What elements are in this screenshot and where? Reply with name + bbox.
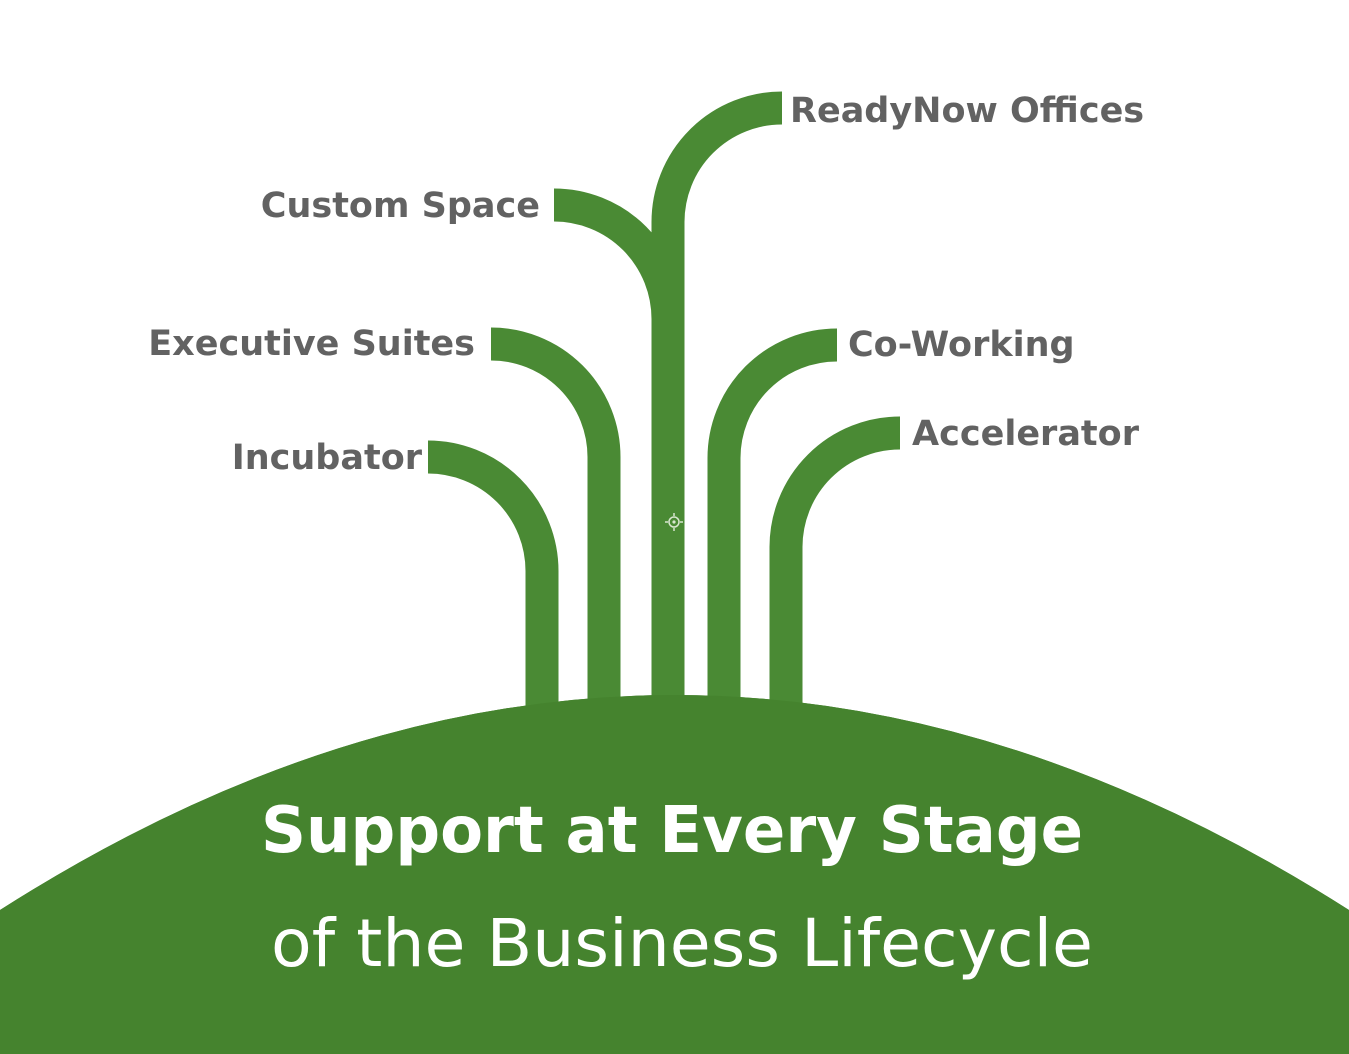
stem-incubator	[427, 440, 559, 760]
label-incubator: Incubator	[232, 438, 423, 478]
label-co-working: Co-Working	[848, 325, 1075, 365]
title-line-1: Support at Every Stage	[261, 794, 1083, 868]
stem-executive-suites	[490, 327, 621, 760]
label-custom-space: Custom Space	[261, 186, 540, 226]
label-executive-suites: Executive Suites	[148, 324, 475, 364]
stem-readynow-offices	[651, 91, 783, 760]
crosshair-marker-icon	[665, 513, 683, 531]
stem-accelerator	[769, 416, 901, 760]
label-accelerator: Accelerator	[912, 414, 1140, 454]
title-line-2: of the Business Lifecycle	[271, 905, 1093, 982]
stem-co-working	[707, 328, 838, 760]
stems	[427, 91, 901, 760]
label-readynow-offices: ReadyNow Offices	[790, 91, 1144, 131]
hill-overlay	[0, 695, 1349, 1054]
